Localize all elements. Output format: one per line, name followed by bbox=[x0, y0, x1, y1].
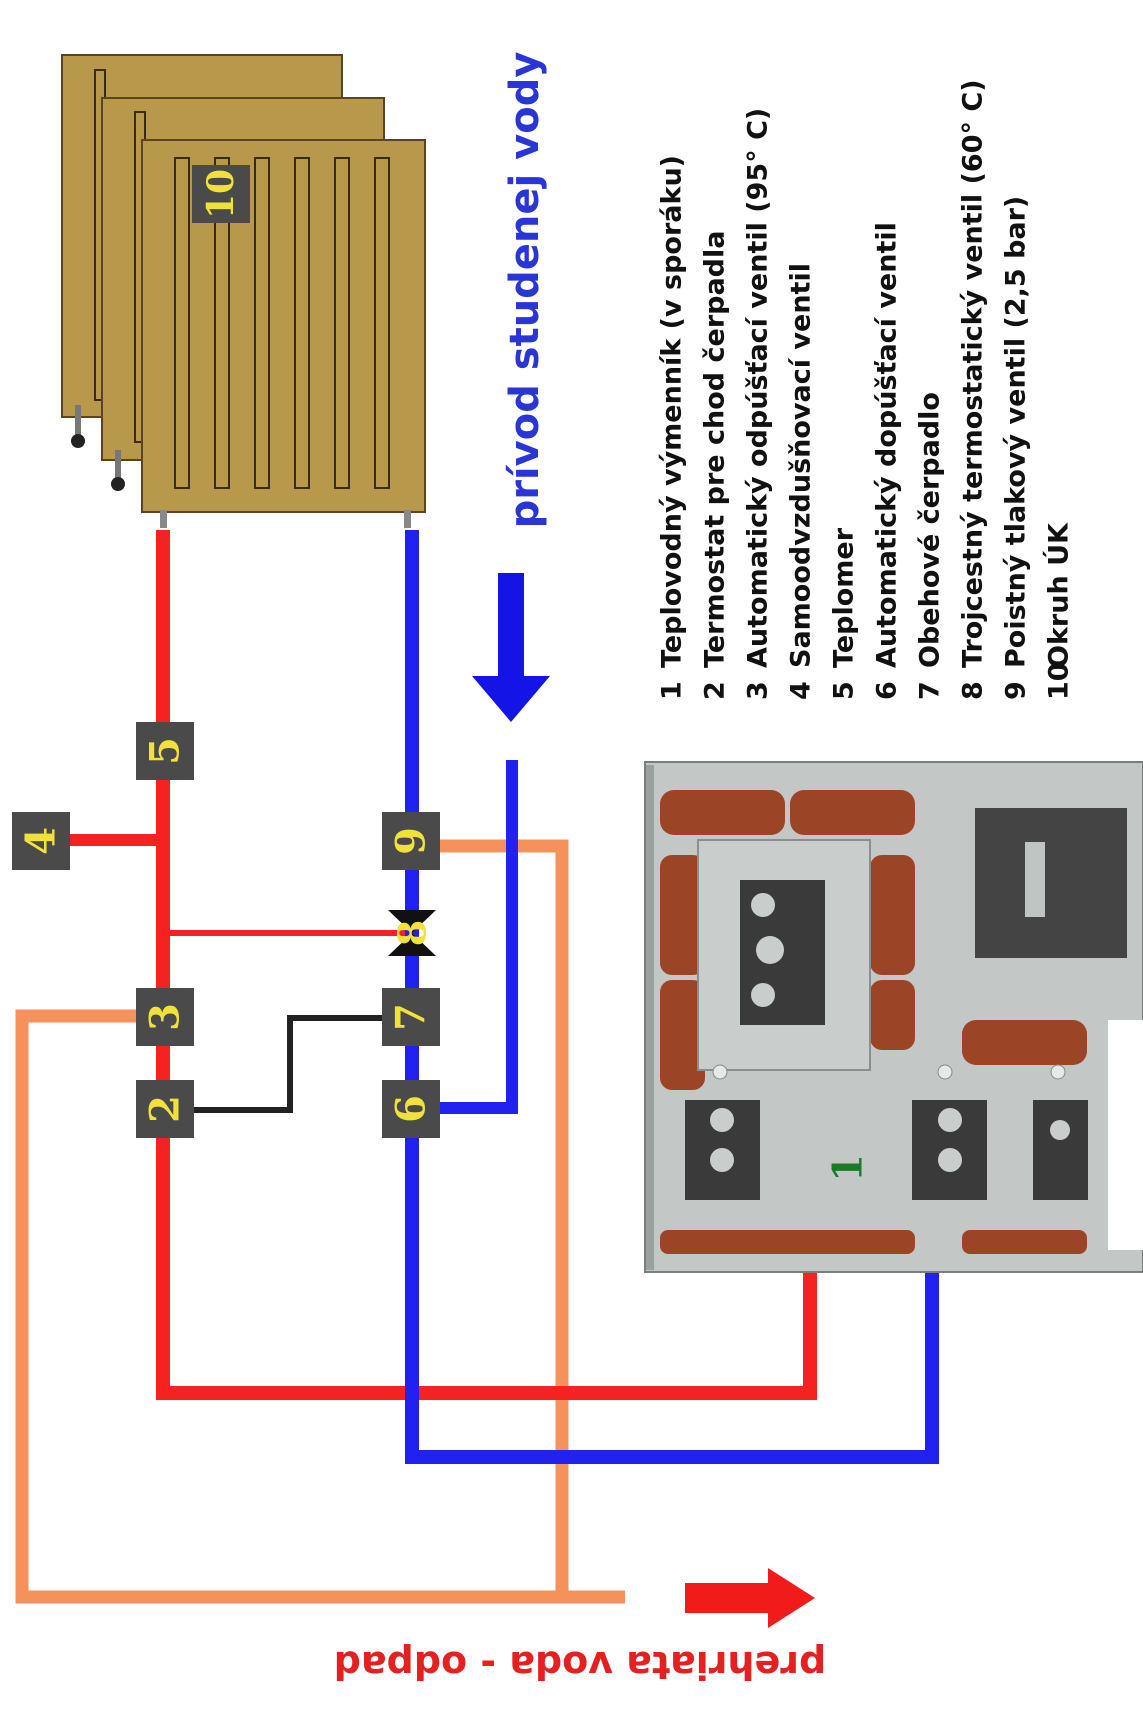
legend-item-number: 3 bbox=[743, 681, 774, 700]
marker-2-label: 2 bbox=[142, 1095, 189, 1123]
marker-9: 9 bbox=[382, 812, 440, 870]
marker-7-label: 7 bbox=[388, 1003, 435, 1031]
marker-8: 8 bbox=[388, 910, 436, 956]
marker-2: 2 bbox=[136, 1080, 194, 1138]
overflow-pipe bbox=[15, 839, 569, 1604]
legend-item-text: Poistný tlakový ventil (2,5 bar) bbox=[1001, 196, 1032, 668]
marker-3: 3 bbox=[136, 988, 194, 1046]
marker-8-label: 8 bbox=[390, 920, 435, 946]
marker-6-label: 6 bbox=[388, 1095, 435, 1123]
legend-item-number: 1 bbox=[657, 681, 688, 700]
radiator-fin bbox=[334, 157, 350, 489]
radiator-group bbox=[61, 54, 426, 528]
cold-water-arrow bbox=[472, 573, 550, 722]
marker-1-label: 1 bbox=[825, 1154, 872, 1182]
legend-item-text: Teplovodný výmenník (v sporáku) bbox=[657, 155, 688, 668]
cold-water-inlet-pipe bbox=[430, 760, 518, 1114]
legend-item-text: Okruh ÚK bbox=[1043, 522, 1075, 668]
overheated-arrow bbox=[685, 1568, 815, 1628]
legend-item-number: 7 bbox=[915, 681, 946, 700]
marker-5-label: 5 bbox=[142, 737, 189, 765]
legend-item: 1 Teplovodný výmenník (v sporáku) bbox=[657, 155, 688, 700]
legend-item: 8 Trojcestný termostatický ventil (60° C) bbox=[958, 79, 989, 700]
radiator-fin bbox=[214, 157, 230, 489]
legend: 1 Teplovodný výmenník (v sporáku) 2 Termost… bbox=[657, 79, 1075, 700]
overheated-water-label: prehriata voda - odpad bbox=[334, 1643, 827, 1687]
legend-item: 9 Poistný tlakový ventil (2,5 bar) bbox=[1001, 196, 1032, 700]
marker-4: 4 bbox=[12, 812, 70, 870]
legend-item-number: 10 bbox=[1044, 662, 1075, 700]
legend-item: 2 Termostat pre chod čerpadla bbox=[700, 231, 731, 700]
legend-item: 4 Samoodvzdušňovací ventil bbox=[786, 263, 817, 700]
marker-9-label: 9 bbox=[388, 827, 435, 855]
hot-supply-pipe bbox=[156, 530, 817, 1400]
legend-item-number: 6 bbox=[872, 681, 903, 700]
marker-6: 6 bbox=[382, 1080, 440, 1138]
component-markers: 10 5 4 9 8 3 7 2 bbox=[12, 165, 872, 1182]
legend-item-number: 9 bbox=[1001, 681, 1032, 700]
radiator-fin bbox=[374, 157, 390, 489]
legend-item-text: Termostat pre chod čerpadla bbox=[700, 231, 731, 668]
legend-item-text: Automatický odpúšťací ventil (95° C) bbox=[743, 108, 774, 668]
legend-item-number: 2 bbox=[700, 681, 731, 700]
marker-10-label: 10 bbox=[200, 169, 242, 219]
legend-item-number: 5 bbox=[829, 681, 860, 700]
radiator-fin bbox=[254, 157, 270, 489]
legend-item: 7 Obehové čerpadlo bbox=[915, 392, 946, 700]
radiator-fins bbox=[174, 157, 390, 489]
stove bbox=[644, 761, 1143, 1273]
marker-7: 7 bbox=[382, 988, 440, 1046]
legend-item-text: Teplomer bbox=[829, 527, 860, 668]
marker-10: 10 bbox=[192, 165, 250, 223]
legend-item-number: 4 bbox=[786, 681, 817, 700]
legend-item-text: Obehové čerpadlo bbox=[915, 392, 946, 668]
radiator-fin bbox=[174, 157, 190, 489]
control-wire bbox=[180, 1015, 392, 1113]
marker-1: 1 bbox=[825, 1154, 872, 1182]
marker-3-label: 3 bbox=[142, 1003, 189, 1031]
legend-item: 3 Automatický odpúšťací ventil (95° C) bbox=[743, 108, 774, 700]
legend-item: 6 Automatický dopúšťací ventil bbox=[872, 222, 903, 700]
legend-item-text: Trojcestný termostatický ventil (60° C) bbox=[958, 79, 989, 668]
radiator-fin bbox=[294, 157, 310, 489]
marker-5: 5 bbox=[136, 722, 194, 780]
legend-item: 5 Teplomer bbox=[829, 527, 860, 700]
marker-4-label: 4 bbox=[18, 827, 65, 855]
legend-item-text: Automatický dopúšťací ventil bbox=[872, 222, 903, 668]
radiator-front bbox=[141, 139, 426, 528]
legend-item-number: 8 bbox=[958, 681, 989, 700]
cold-water-inlet-label: prívod studenej vody bbox=[502, 52, 548, 529]
legend-item-text: Samoodvzdušňovací ventil bbox=[786, 263, 817, 668]
